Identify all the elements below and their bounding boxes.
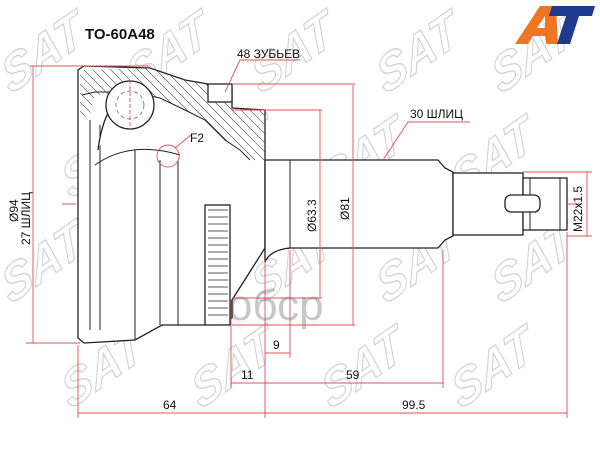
at-logo <box>515 6 595 44</box>
dim-9: 9 <box>273 338 280 352</box>
sat-watermark: SAT <box>370 0 468 106</box>
label-27-splines: 27 ШЛИЦ <box>19 192 33 245</box>
f2-detail-circle <box>156 144 180 168</box>
stem <box>264 159 454 263</box>
dim-59: 59 <box>346 368 360 382</box>
label-48-teeth: 48 ЗУБЬЕВ <box>237 47 300 61</box>
f2-label: F2 <box>190 131 204 145</box>
label-d81: Ø81 <box>338 197 352 220</box>
key-slot <box>504 194 541 213</box>
sat-watermark: SAT <box>315 314 413 421</box>
abs-ring <box>204 204 231 326</box>
sat-watermark: SAT <box>445 314 543 421</box>
label-d94: Ø94 <box>7 199 21 222</box>
dim-11: 11 <box>241 368 254 382</box>
label-d63: Ø63.3 <box>305 199 319 232</box>
label-30-splines: 30 ШЛИЦ <box>410 107 463 121</box>
dim-64: 64 <box>163 398 177 412</box>
part-number-title: TO-60A48 <box>85 26 155 43</box>
abs-ring-teeth <box>208 209 228 316</box>
dim-99-5: 99.5 <box>402 398 426 412</box>
watermark-text: обср <box>228 281 324 330</box>
abs-tooth-ring-top <box>207 83 233 103</box>
label-thread: M22x1.5 <box>571 186 585 232</box>
inner-race-contour <box>81 91 251 161</box>
